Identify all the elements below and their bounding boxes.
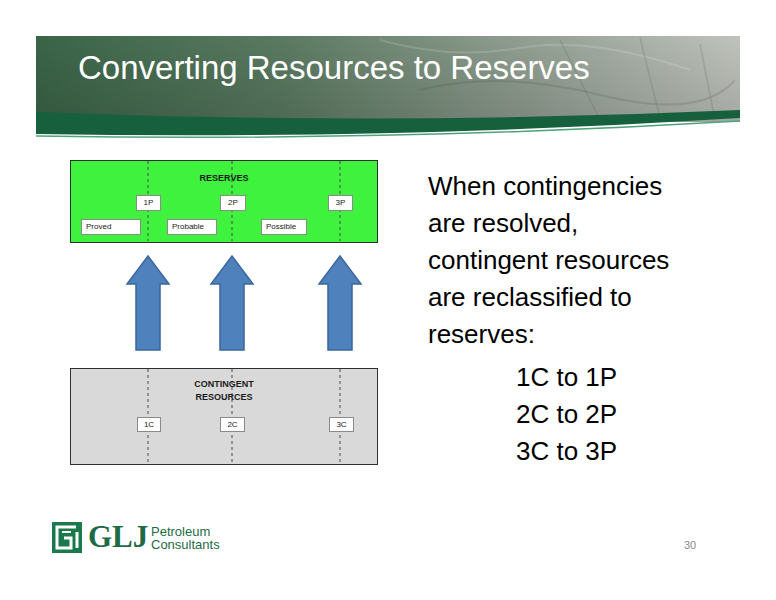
conversion-rule: 2C to 2P: [516, 396, 666, 433]
box-label: 2C: [221, 418, 244, 432]
box-label: 1P: [137, 196, 160, 210]
class-box: 3P: [328, 195, 353, 211]
box-label: Possible: [262, 220, 306, 234]
category-box: Possible: [261, 219, 307, 235]
category-box: Probable: [167, 219, 217, 235]
up-arrow: [319, 256, 361, 350]
slide-title: Converting Resources to Reserves: [78, 48, 590, 88]
company-logo-subtitle: Petroleum Consultants: [151, 525, 231, 551]
company-logo-icon: [52, 522, 82, 553]
conversion-rule: 3C to 3P: [516, 433, 666, 470]
class-box: 1C: [137, 417, 161, 432]
class-box: 1P: [136, 195, 161, 211]
up-arrow: [211, 256, 253, 350]
box-label: 3P: [329, 196, 352, 210]
box-label: Probable: [168, 220, 216, 234]
up-arrow: [127, 256, 169, 350]
box-label: 1C: [138, 418, 160, 432]
band-heading: CONTINGENT RESOURCES: [169, 378, 279, 404]
class-box: 2P: [220, 195, 246, 211]
box-label: 2P: [221, 196, 245, 210]
box-label: Proved: [82, 220, 140, 234]
class-box: 2C: [220, 417, 245, 432]
box-label: 3C: [330, 418, 353, 432]
title-banner: [36, 36, 740, 137]
reserves-band: RESERVES 1P 2P 3P Proved Probable Possible: [70, 160, 378, 243]
page-number: 30: [684, 538, 714, 552]
band-heading: RESERVES: [70, 172, 378, 185]
company-logo-text: GLJ: [88, 519, 158, 555]
conversion-rule: 1C to 1P: [516, 359, 666, 396]
category-box: Proved: [81, 219, 141, 235]
class-box: 3C: [329, 417, 354, 432]
contingent-band: CONTINGENT RESOURCES 1C 2C 3C: [70, 368, 378, 465]
explanation-text: When contingencies are resolved, conting…: [428, 168, 690, 353]
